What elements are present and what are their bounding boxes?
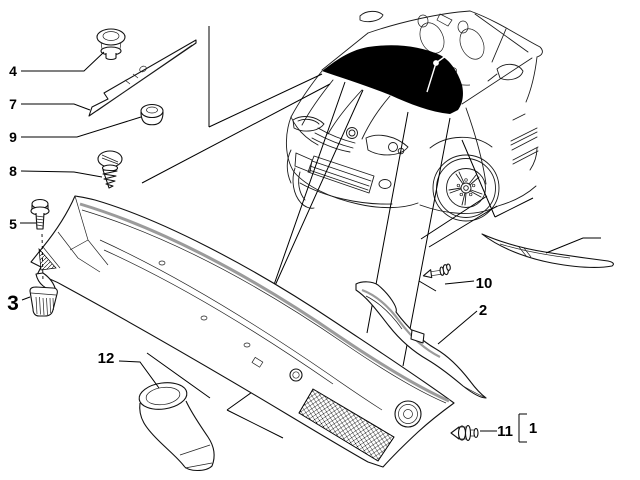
part-label-1: 1 — [529, 420, 537, 437]
part-3-clip — [29, 286, 58, 317]
part-10-foot-line — [418, 280, 437, 292]
fog-lamp — [378, 179, 392, 189]
part-10-pin — [422, 263, 451, 279]
part-12-drain-hose — [138, 382, 215, 472]
part-11-fastener — [450, 424, 479, 442]
part-label-12: 12 — [98, 350, 115, 367]
side-strip-leader — [545, 237, 601, 254]
callout-labels: 4 7 9 8 5 3 12 10 2 11 1 — [7, 63, 537, 440]
callout-leaders — [20, 51, 527, 443]
cowl-mesh-grille — [298, 388, 395, 462]
part-5-bolt — [30, 198, 50, 230]
vehicle-illustration — [286, 10, 543, 222]
side-strip — [481, 233, 614, 268]
cowl-seal-stripe — [79, 202, 450, 403]
part-label-8: 8 — [9, 163, 17, 179]
part-label-10: 10 — [476, 275, 493, 292]
assembly-axis-dashed-line — [41, 233, 44, 283]
cowl-panel — [30, 195, 455, 468]
left-headlight — [292, 116, 325, 132]
part-7-trim — [88, 39, 197, 117]
left-mirror — [359, 10, 384, 23]
right-headlight — [365, 134, 409, 156]
part-9-plug — [140, 103, 164, 126]
part-4-fastener — [96, 28, 126, 61]
lower-grille — [307, 155, 375, 194]
wiper-arm — [426, 54, 448, 93]
part-label-2: 2 — [479, 302, 487, 319]
highlight-cowl-region — [322, 45, 463, 115]
part-2-pillar-trim — [355, 281, 487, 399]
part-label-4: 4 — [9, 63, 17, 79]
part-8-screw — [97, 150, 123, 189]
front-fascia — [286, 116, 419, 209]
part-label-11: 11 — [497, 423, 513, 440]
part-label-3: 3 — [7, 292, 19, 315]
front-right-wheel — [429, 136, 500, 222]
right-mirror — [487, 63, 524, 82]
part-label-9: 9 — [9, 129, 17, 145]
part-label-5: 5 — [9, 216, 17, 232]
group-bracket — [518, 413, 527, 443]
part-label-7: 7 — [9, 96, 17, 112]
wiper-spindle-hole — [394, 400, 422, 428]
